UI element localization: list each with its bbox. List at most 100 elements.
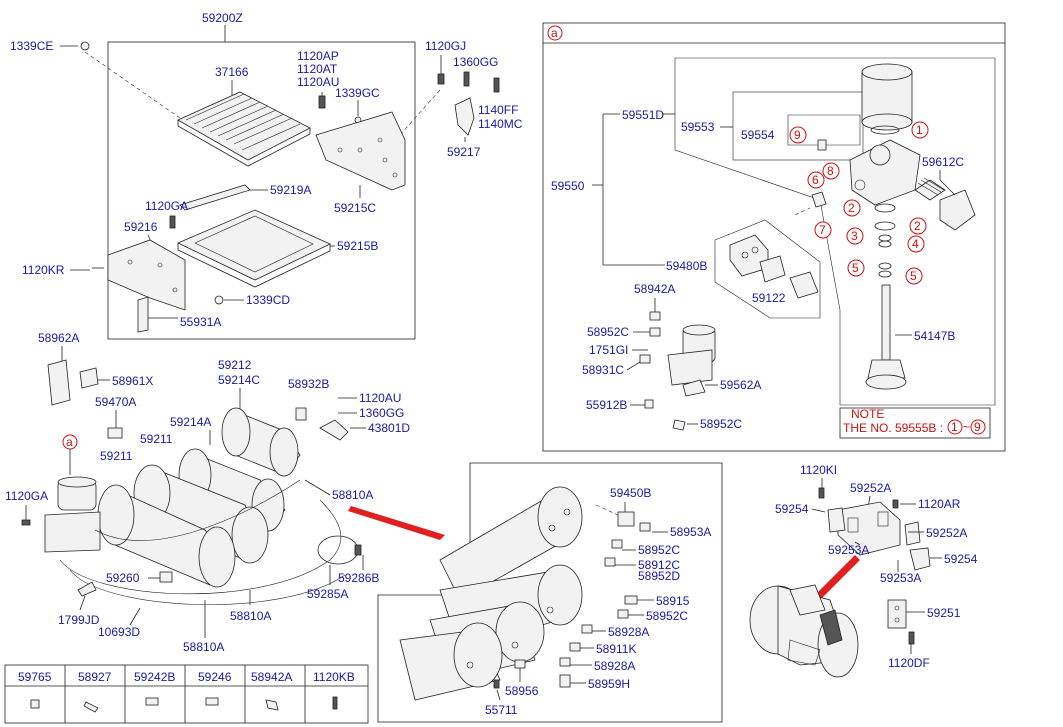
red-callouts: 1 2 2 3 4 5 5 6 7 8 9 bbox=[789, 121, 929, 285]
label-59200Z: 59200Z bbox=[202, 11, 243, 25]
bracket-icon bbox=[47, 359, 71, 406]
callout-4-icon bbox=[907, 235, 925, 253]
label-43801D: 43801D bbox=[368, 421, 410, 435]
svg-text:2: 2 bbox=[848, 201, 855, 215]
label-58932B: 58932B bbox=[288, 377, 329, 391]
label-59215B: 59215B bbox=[337, 239, 378, 253]
label-1120GA-b: 1120GA bbox=[5, 489, 48, 503]
note-text: THE NO. 59555B : bbox=[843, 421, 943, 435]
assembly-frame bbox=[107, 41, 416, 340]
label-59122: 59122 bbox=[752, 291, 786, 305]
air-tank-icon bbox=[439, 486, 583, 601]
label-58953A: 58953A bbox=[670, 525, 711, 539]
label-59612C: 59612C bbox=[922, 155, 964, 169]
label-37166: 37166 bbox=[215, 65, 249, 79]
callout-3-icon bbox=[846, 227, 864, 245]
svg-text:~: ~ bbox=[963, 420, 970, 434]
bracket-icon bbox=[837, 501, 901, 556]
fitting-icon bbox=[559, 657, 571, 667]
air-dryer-icon bbox=[44, 476, 101, 553]
table-frame bbox=[4, 664, 369, 724]
dryer-body-icon bbox=[849, 139, 921, 206]
label-58931C: 58931C bbox=[582, 363, 624, 377]
label-59450B: 59450B bbox=[610, 486, 651, 500]
label-59480B: 59480B bbox=[666, 259, 707, 273]
fitting-icon bbox=[624, 595, 638, 605]
svg-text:1: 1 bbox=[951, 420, 958, 434]
label-1120GA-a: 1120GA bbox=[145, 199, 188, 213]
callout-8-icon bbox=[822, 162, 840, 180]
label-1120AU-a: 1120AU bbox=[297, 75, 339, 89]
label-59260: 59260 bbox=[106, 571, 140, 585]
valve-icon bbox=[617, 511, 651, 532]
fitting-icon bbox=[159, 571, 173, 583]
tank-fittings-detail: 59450B 58953A 58952C 58912C 58952D 58915… bbox=[377, 462, 723, 723]
nut-icon bbox=[214, 295, 224, 305]
table-header: 58927 bbox=[78, 670, 112, 684]
fittings-table: 59765 58927 59242B 59246 58942A 1120KB bbox=[4, 664, 369, 724]
svg-text:5: 5 bbox=[852, 261, 859, 275]
table-header: 1120KB bbox=[313, 670, 355, 684]
label-1120KI: 1120KI bbox=[800, 463, 837, 477]
stud-icon bbox=[463, 71, 470, 87]
label-59285A: 59285A bbox=[307, 587, 348, 601]
label-58810A-c: 58810A bbox=[183, 640, 224, 654]
label-59216: 59216 bbox=[124, 220, 158, 234]
battery-tray-icon bbox=[177, 91, 311, 167]
bolt-icon bbox=[908, 631, 915, 645]
connector-icon bbox=[145, 697, 159, 706]
air-tank-icon bbox=[399, 622, 503, 701]
label-59550: 59550 bbox=[551, 179, 585, 193]
label-59252A-a: 59252A bbox=[850, 481, 891, 495]
label-59562A: 59562A bbox=[720, 378, 761, 392]
clamp-icon bbox=[827, 507, 846, 533]
callout-2-icon bbox=[909, 217, 927, 235]
fitting-icon bbox=[672, 419, 686, 431]
elbow-fitting-icon bbox=[83, 701, 99, 713]
cover-icon bbox=[914, 177, 976, 231]
label-59219A: 59219A bbox=[270, 183, 311, 197]
nut-icon bbox=[80, 41, 90, 51]
tray-icon bbox=[177, 209, 331, 288]
label-55931A: 55931A bbox=[180, 315, 221, 329]
stud-icon bbox=[493, 77, 500, 93]
table-header: 59242B bbox=[134, 670, 175, 684]
label-59254-b: 59254 bbox=[944, 552, 978, 566]
label-1799JD: 1799JD bbox=[58, 613, 100, 627]
svg-text:a: a bbox=[66, 435, 73, 449]
label-59217: 59217 bbox=[447, 145, 481, 159]
label-58810A-a: 58810A bbox=[332, 488, 373, 502]
label-58928A-a: 58928A bbox=[608, 625, 649, 639]
table-header: 59765 bbox=[18, 670, 52, 684]
svg-text:a: a bbox=[551, 26, 558, 40]
detail-arrow-icon bbox=[815, 555, 860, 600]
label-1339GC: 1339GC bbox=[335, 86, 380, 100]
fitting-icon bbox=[617, 609, 629, 619]
label-1120AT: 1120AT bbox=[297, 62, 338, 76]
battery-tray-assembly: 59200Z 1339CE 37166 1120AP 1120AT 1120AU… bbox=[10, 11, 523, 340]
note-title: NOTE bbox=[851, 407, 884, 421]
label-58952C-b: 58952C bbox=[646, 609, 688, 623]
callout-5-icon bbox=[905, 267, 923, 285]
fitting-icon bbox=[649, 311, 661, 321]
label-59211-b: 59211 bbox=[100, 449, 133, 463]
clamp-icon bbox=[904, 521, 921, 546]
label-58952C-b: 58952C bbox=[700, 417, 742, 431]
mounted-tank-icon bbox=[749, 584, 859, 678]
callout-2-icon bbox=[843, 199, 861, 217]
tank-bracket-detail: 1120KI 59252A 1120AR 59254 59252A 59253A… bbox=[749, 463, 978, 678]
label-58952D: 58952D bbox=[638, 569, 680, 583]
elbow-fitting-icon bbox=[265, 699, 279, 711]
dryer-cartridge-icon bbox=[861, 63, 913, 131]
bolt-icon bbox=[892, 499, 899, 509]
label-59214A: 59214A bbox=[170, 415, 211, 429]
cover-plate-icon bbox=[789, 271, 819, 299]
bolt-icon bbox=[332, 696, 338, 710]
callout-6-icon bbox=[807, 171, 825, 189]
label-1120AP: 1120AP bbox=[297, 49, 339, 63]
label-59211-a: 59211 bbox=[140, 432, 173, 446]
o-ring-icon bbox=[878, 240, 892, 248]
svg-text:2: 2 bbox=[914, 219, 921, 233]
label-1751GI: 1751GI bbox=[589, 343, 628, 357]
